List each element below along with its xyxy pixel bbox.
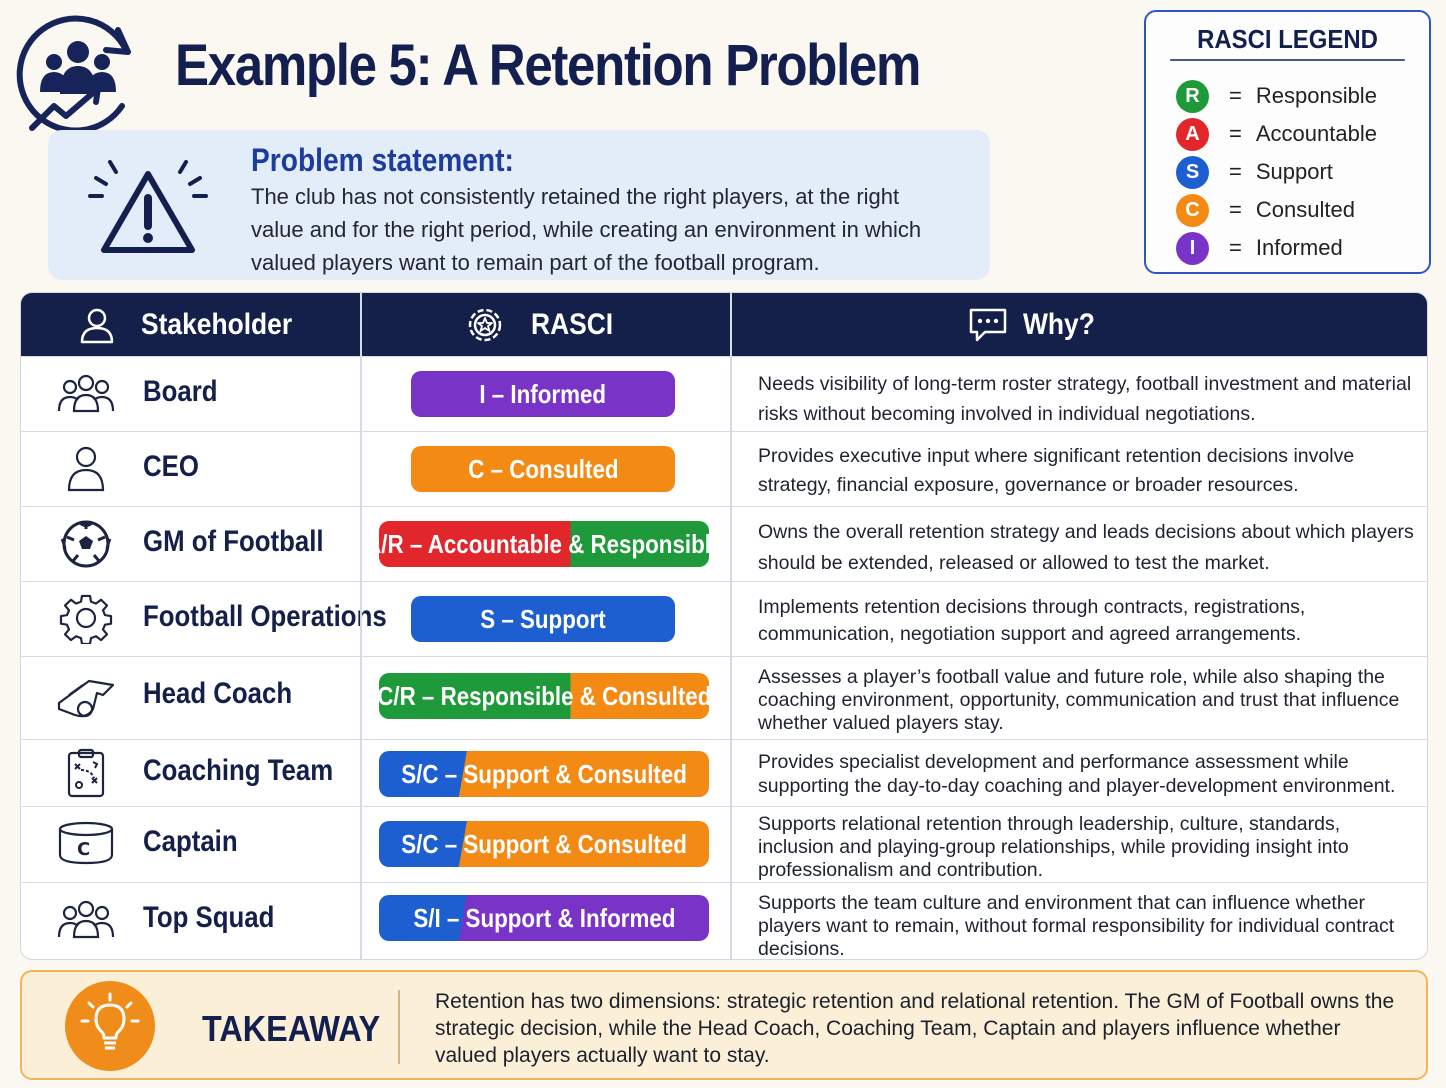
table-row: Coaching Team S/C – Support & Consulted …: [21, 739, 1427, 806]
stakeholder-name: GM of Football: [143, 525, 324, 558]
why-text: Assesses a player’s football value and f…: [758, 666, 1400, 734]
table-row: Head Coach C/R – Responsible & Consulted…: [21, 656, 1427, 739]
legend-item-support: S = Support: [1176, 155, 1333, 189]
legend-badge: A: [1176, 117, 1209, 151]
legend-label: Consulted: [1255, 197, 1355, 222]
football-icon: [60, 520, 112, 568]
legend-item-accountable: A = Accountable: [1176, 117, 1377, 151]
page-title: Example 5: A Retention Problem: [175, 33, 921, 98]
team-growth-logo-icon: [16, 15, 131, 134]
rasci-badge: S/I – Support & Informed: [379, 895, 709, 941]
rasci-table: Stakeholder RASCI Why?: [20, 292, 1428, 960]
rasci-badge: S/C – Support & Consulted: [379, 821, 709, 867]
rasci-badge-label: C – Consulted: [467, 453, 619, 484]
stakeholder-name: Top Squad: [143, 901, 275, 934]
person-icon: [67, 446, 105, 492]
clipboard-icon: [67, 748, 105, 798]
takeaway-label: TAKEAWAY: [202, 1008, 381, 1049]
rasci-badge-label: S/C – Support & Consulted: [401, 758, 687, 789]
problem-heading: Problem statement:: [251, 142, 514, 178]
legend-item-responsible: R = Responsible: [1176, 79, 1377, 113]
stakeholder-name: Football Operations: [143, 600, 387, 633]
whistle-icon: [57, 679, 115, 718]
speech-bubble-icon: [969, 308, 1007, 341]
table-row: C Captain S/C – Support & Consulted Supp…: [21, 806, 1427, 882]
header-why-label: Why?: [1023, 307, 1095, 341]
legend-label: Support: [1255, 159, 1333, 184]
why-text: Supports relational retention through le…: [758, 813, 1349, 881]
legend-title: RASCI LEGEND: [1170, 24, 1405, 61]
legend-badge: C: [1176, 193, 1209, 227]
svg-text:C: C: [77, 839, 90, 860]
header-rasci: RASCI: [461, 293, 624, 356]
why-text: Needs visibility of long-term roster str…: [758, 373, 1412, 425]
person-icon: [80, 308, 114, 343]
legend-equals: =: [1229, 197, 1242, 222]
table-row: GM of Football A/R – Accountable & Respo…: [21, 506, 1427, 581]
stakeholder-name: Board: [143, 375, 218, 408]
column-divider: [360, 293, 362, 959]
rasci-badge-label: S/I – Support & Informed: [412, 902, 676, 933]
stakeholder-name: Captain: [143, 825, 238, 858]
table-row: Board I – Informed Needs visibility of l…: [21, 356, 1427, 431]
gear-icon: [468, 308, 502, 341]
rasci-badge-label: A/R – Accountable & Responsible: [379, 528, 709, 559]
rasci-badge-label: C/R – Responsible & Consulted: [379, 680, 709, 711]
rasci-legend: RASCI LEGEND R = Responsible A = Account…: [1144, 10, 1431, 274]
rasci-badge-label: S/C – Support & Consulted: [401, 828, 687, 859]
rasci-badge-label: I – Informed: [479, 378, 607, 409]
rasci-badge: S – Support: [411, 596, 675, 642]
takeaway-divider: [398, 990, 400, 1064]
lightbulb-icon: [65, 981, 155, 1071]
rasci-badge: I – Informed: [411, 371, 675, 417]
stakeholder-name: Head Coach: [143, 677, 293, 710]
table-row: Football Operations S – Support Implemen…: [21, 581, 1427, 656]
warning-icon: [88, 160, 208, 253]
rasci-badge: A/R – Accountable & Responsible: [379, 521, 709, 567]
legend-equals: =: [1229, 121, 1242, 146]
legend-label: Accountable: [1255, 121, 1377, 146]
header-stakeholder-label: Stakeholder: [141, 307, 293, 341]
why-text: Implements retention decisions through c…: [758, 596, 1306, 645]
legend-item-consulted: C = Consulted: [1176, 193, 1355, 227]
problem-statement-box: Problem statement: The club has not cons…: [48, 130, 990, 280]
why-text: Provides executive input where significa…: [758, 445, 1355, 496]
takeaway-text: Retention has two dimensions: strategic …: [435, 990, 1395, 1067]
why-text: Supports the team culture and environmen…: [758, 892, 1395, 960]
legend-badge: S: [1176, 155, 1209, 189]
rasci-badge-label: S – Support: [480, 603, 606, 634]
table-header: Stakeholder RASCI Why?: [21, 293, 1427, 356]
legend-item-informed: I = Informed: [1176, 231, 1343, 265]
header-rasci-label: RASCI: [531, 307, 614, 341]
stakeholder-name: Coaching Team: [143, 754, 334, 787]
takeaway-box: TAKEAWAY Retention has two dimensions: s…: [20, 970, 1428, 1080]
legend-equals: =: [1229, 83, 1242, 108]
column-divider: [730, 293, 732, 959]
legend-equals: =: [1229, 159, 1242, 184]
why-text: Owns the overall retention strategy and …: [758, 521, 1414, 574]
gear-icon: [59, 594, 113, 644]
header-stakeholder: Stakeholder: [77, 293, 313, 356]
legend-label: Informed: [1255, 235, 1343, 260]
header-why: Why?: [967, 293, 1105, 356]
legend-label: Responsible: [1255, 83, 1377, 108]
captain-armband-icon: C: [58, 821, 114, 865]
legend-badge: R: [1176, 79, 1209, 113]
why-text: Provides specialist development and perf…: [758, 751, 1396, 797]
group-icon: [57, 900, 115, 939]
group-icon: [57, 374, 115, 413]
legend-badge: I: [1176, 231, 1209, 265]
rasci-badge: C/R – Responsible & Consulted: [379, 673, 709, 719]
legend-equals: =: [1229, 235, 1242, 260]
stakeholder-name: CEO: [143, 450, 199, 483]
table-row: CEO C – Consulted Provides executive inp…: [21, 431, 1427, 506]
rasci-badge: S/C – Support & Consulted: [379, 751, 709, 797]
rasci-badge: C – Consulted: [411, 446, 675, 492]
table-row: Top Squad S/I – Support & Informed Suppo…: [21, 882, 1427, 960]
problem-text: The club has not consistently retained t…: [251, 184, 922, 275]
